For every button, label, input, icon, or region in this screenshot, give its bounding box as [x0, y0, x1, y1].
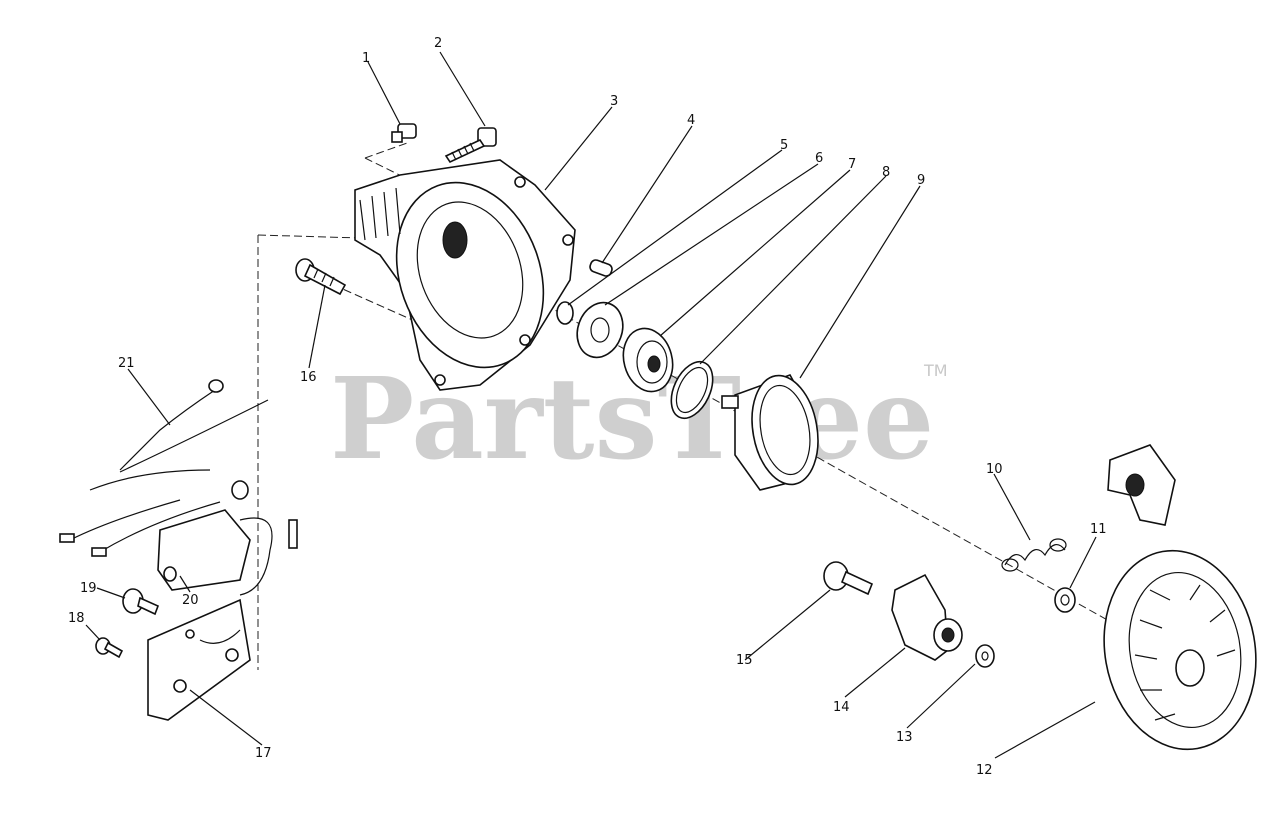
part-13-washer [975, 644, 995, 668]
label-part-11: 11 [1090, 522, 1107, 537]
part-1-bolt [391, 123, 417, 143]
watermark-trademark: TM [923, 361, 948, 380]
part-10-spring [1001, 538, 1067, 572]
part-21-wire-harness [59, 379, 269, 557]
label-part-4: 4 [687, 113, 695, 128]
label-part-16: 16 [300, 370, 317, 385]
part-number-labels: 1 2 3 4 5 6 7 8 9 10 11 12 13 14 15 16 1… [68, 36, 1107, 778]
part-20-ignition-module [157, 480, 298, 596]
label-part-18: 18 [68, 611, 85, 626]
part-14-clutch-shoe [891, 573, 963, 661]
label-part-13: 13 [896, 730, 913, 745]
part-2-long-bolt [444, 127, 497, 164]
part-8-retaining-ring [670, 360, 714, 420]
label-part-21: 21 [118, 356, 135, 371]
part-15-shoulder-bolt [823, 561, 874, 596]
label-part-3: 3 [610, 94, 618, 109]
label-part-20: 20 [182, 593, 199, 608]
part-11-nut [1054, 587, 1076, 613]
part-12-flywheel [1103, 549, 1257, 751]
label-part-14: 14 [833, 700, 850, 715]
part-7-bearing [622, 327, 674, 393]
part-16-bolt [295, 258, 347, 296]
label-part-10: 10 [986, 462, 1003, 477]
label-part-7: 7 [848, 157, 856, 172]
leader-lines [85, 51, 1097, 759]
label-part-5: 5 [780, 138, 788, 153]
part-19-screw [122, 588, 160, 616]
label-part-1: 1 [362, 51, 370, 66]
label-part-19: 19 [80, 581, 97, 596]
part-5-snap-ring [556, 301, 574, 325]
label-part-12: 12 [976, 763, 993, 778]
label-part-6: 6 [815, 151, 823, 166]
label-part-2: 2 [434, 36, 442, 51]
part-3-clutch-housing [354, 159, 576, 391]
part-6-washer [576, 301, 624, 359]
label-part-17: 17 [255, 746, 272, 761]
label-part-8: 8 [882, 165, 890, 180]
part-18-screw [95, 637, 124, 659]
clutch-shoe-detail [1107, 444, 1176, 526]
label-part-15: 15 [736, 653, 753, 668]
part-17-bracket-plate [147, 598, 251, 721]
label-part-9: 9 [917, 173, 925, 188]
part-9-clutch-drum [721, 374, 819, 491]
